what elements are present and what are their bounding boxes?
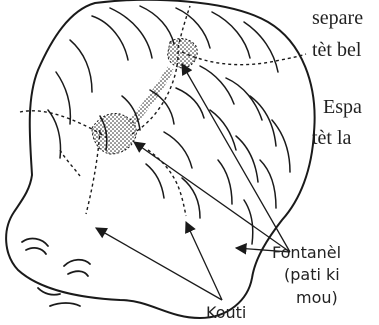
suture-label: Kouti: [206, 303, 246, 322]
body-text-line-4: tèt la: [312, 127, 352, 149]
fontanel-label: Fontanèl: [272, 243, 341, 262]
fontanel-note-line-1: (pati ki: [284, 265, 340, 284]
sagittal-suture-dots: [126, 66, 174, 128]
fontanel-note-line-2: mou): [296, 288, 338, 307]
body-text-line-2: tèt bel: [312, 39, 362, 61]
nose-icon: [38, 288, 60, 295]
eye-icon: [64, 260, 90, 266]
posterior-fontanelle: [168, 39, 198, 68]
body-text-line-3: Espa: [323, 96, 362, 118]
fontanelles: [92, 39, 197, 154]
eye-icon: [22, 239, 48, 246]
suture-arrows: [96, 222, 222, 300]
sutures: [20, 6, 306, 216]
mouth-icon: [50, 303, 80, 306]
body-text-line-1: separe: [312, 7, 363, 29]
